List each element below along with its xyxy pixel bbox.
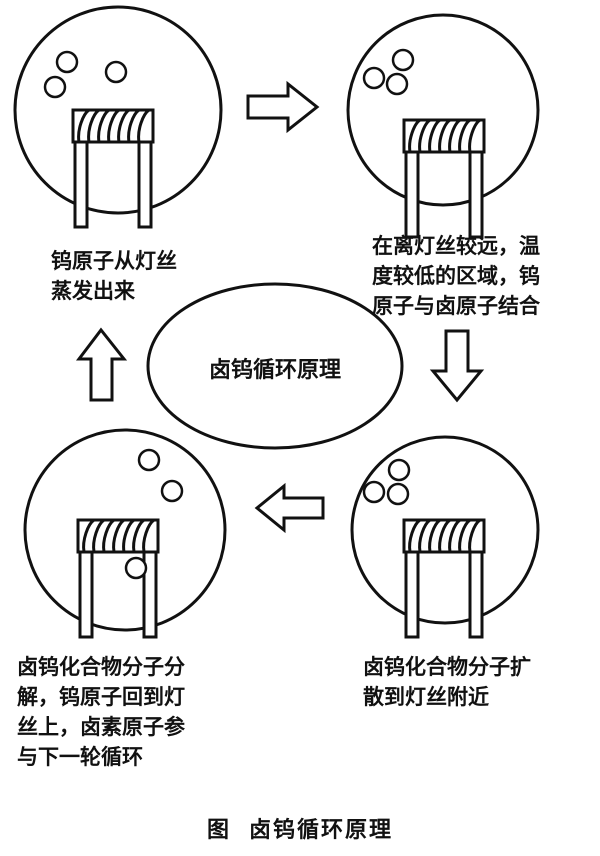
label-line: 蒸发出来	[51, 279, 135, 303]
label-line: 散到灯丝附近	[363, 685, 489, 709]
label-line: 解，钨原子回到灯	[17, 685, 185, 709]
halogen-atom	[362, 66, 386, 90]
figure-title: 卤钨循环原理	[249, 818, 394, 843]
tungsten-atom	[391, 48, 415, 72]
step-label-combination: 在离灯丝较远，温 度较低的区域，钨 原子与卤原子结合	[372, 231, 540, 321]
label-line: 丝上，卤素原子参	[17, 715, 185, 739]
bulb-evaporation	[13, 5, 223, 229]
label-line: 卤钨化合物分子扩	[363, 655, 531, 679]
halogen-atom	[386, 482, 410, 506]
bulb-decomposition	[23, 428, 227, 639]
arrow-down	[429, 329, 485, 403]
arrow-left	[254, 482, 325, 534]
bulb-outline	[346, 13, 540, 207]
step-label-decomposition: 卤钨化合物分子分 解，钨原子回到灯 丝上，卤素原子参 与下一轮循环	[17, 652, 185, 772]
bulb-combination	[346, 13, 540, 239]
tungsten-atom	[104, 60, 128, 84]
label-line: 在离灯丝较远，温	[372, 234, 540, 258]
bulb-diffusion	[350, 435, 540, 639]
tungsten-atom	[43, 75, 67, 99]
label-line: 卤钨化合物分子分	[17, 655, 185, 679]
label-line: 原子与卤原子结合	[372, 294, 540, 318]
step-label-diffusion: 卤钨化合物分子扩 散到灯丝附近	[363, 652, 531, 712]
halogen-atom	[362, 480, 386, 504]
halogen-atom	[385, 72, 409, 96]
step-label-evaporation: 钨原子从灯丝 蒸发出来	[51, 246, 177, 306]
center-title: 卤钨循环原理	[208, 358, 341, 383]
label-line: 与下一轮循环	[17, 745, 143, 769]
tungsten-atom	[55, 50, 79, 74]
halogen-atom	[137, 448, 161, 472]
tungsten-atom	[124, 556, 148, 580]
tungsten-atom	[387, 458, 411, 482]
label-line: 度较低的区域，钨	[372, 264, 540, 288]
figure-caption: 图卤钨循环原理	[0, 812, 600, 844]
label-line: 钨原子从灯丝	[51, 249, 177, 273]
arrow-up	[75, 327, 128, 402]
halogen-atom	[160, 479, 184, 503]
figure-tag: 图	[206, 818, 231, 843]
center-ellipse	[146, 282, 404, 450]
arrow-right	[246, 80, 320, 134]
